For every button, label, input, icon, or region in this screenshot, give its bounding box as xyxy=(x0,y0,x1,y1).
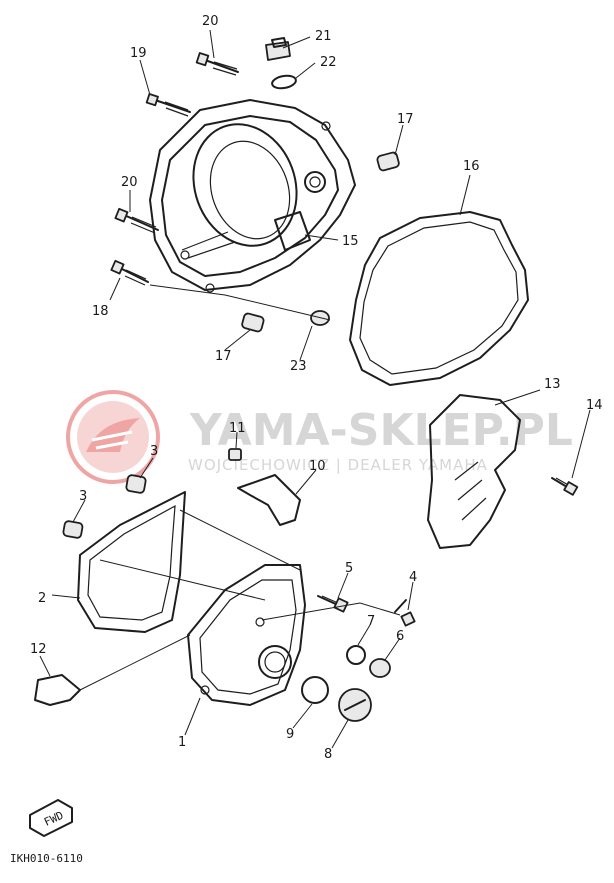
bolt-4 xyxy=(394,599,416,627)
watermark-subtext: WOJCIECHOWICZ | DEALER YAMAHA xyxy=(188,456,488,474)
dowel-3-lower xyxy=(62,520,84,539)
callout-17-bottom: 17 xyxy=(215,349,232,364)
o-ring-9 xyxy=(301,676,329,704)
watermark: YAMA-SKLEP.PL WOJCIECHOWICZ | DEALER YAM… xyxy=(66,390,573,484)
callout-2: 2 xyxy=(38,591,46,606)
watermark-logo-icon xyxy=(66,390,160,484)
callout-16: 16 xyxy=(463,159,480,174)
leader-lines xyxy=(39,29,591,749)
callout-20-mid: 20 xyxy=(121,175,138,190)
callout-23: 23 xyxy=(290,359,307,374)
bolt-14 xyxy=(551,477,579,496)
callout-3-upper: 3 xyxy=(150,444,158,459)
bolt-20-top xyxy=(195,52,239,76)
plug-8 xyxy=(338,688,372,722)
watermark-text: YAMA-SKLEP.PL xyxy=(189,405,573,456)
dowel-17-bottom xyxy=(241,312,265,333)
bolt-11 xyxy=(228,448,242,461)
callout-1: 1 xyxy=(178,735,186,750)
dowel-3-upper xyxy=(125,474,147,494)
callout-14: 14 xyxy=(586,398,603,413)
bracket-13 xyxy=(427,394,521,549)
callout-15: 15 xyxy=(342,234,359,249)
fwd-label: FWD xyxy=(42,809,66,829)
callout-6: 6 xyxy=(396,629,404,644)
callout-12: 12 xyxy=(30,642,47,657)
crankcase-cover-15 xyxy=(149,99,356,293)
o-ring-7 xyxy=(346,645,366,665)
callout-22: 22 xyxy=(320,55,337,70)
callout-20-top: 20 xyxy=(202,14,219,29)
callout-3-lower: 3 xyxy=(79,489,87,504)
clamp-10 xyxy=(237,474,301,526)
fwd-arrow-icon: FWD xyxy=(29,799,73,837)
callout-17-top: 17 xyxy=(397,112,414,127)
clamp-12 xyxy=(34,674,81,706)
callout-4: 4 xyxy=(409,570,417,585)
plug-6 xyxy=(369,658,391,678)
callout-19: 19 xyxy=(130,46,147,61)
callout-10: 10 xyxy=(309,459,326,474)
callout-11: 11 xyxy=(229,421,246,436)
bolt-5 xyxy=(317,595,349,613)
diagram-code: IKH010-6110 xyxy=(10,852,83,865)
gasket-2 xyxy=(77,491,186,633)
callout-8: 8 xyxy=(324,747,332,762)
callout-13: 13 xyxy=(544,377,561,392)
plug-21 xyxy=(265,37,291,61)
o-ring-22 xyxy=(271,74,297,90)
gasket-16 xyxy=(349,211,529,386)
bolt-19 xyxy=(145,93,191,117)
callout-9: 9 xyxy=(286,727,294,742)
callout-7: 7 xyxy=(367,614,375,629)
dowel-17-top xyxy=(376,151,400,172)
callout-21: 21 xyxy=(315,29,332,44)
bolt-18 xyxy=(110,259,149,286)
callout-5: 5 xyxy=(345,561,353,576)
crankcase-cover-1 xyxy=(187,564,306,706)
bolt-20-mid xyxy=(114,207,159,234)
callouts: 20 21 19 22 17 16 20 15 18 17 23 13 14 1… xyxy=(30,14,603,762)
callout-18: 18 xyxy=(92,304,109,319)
